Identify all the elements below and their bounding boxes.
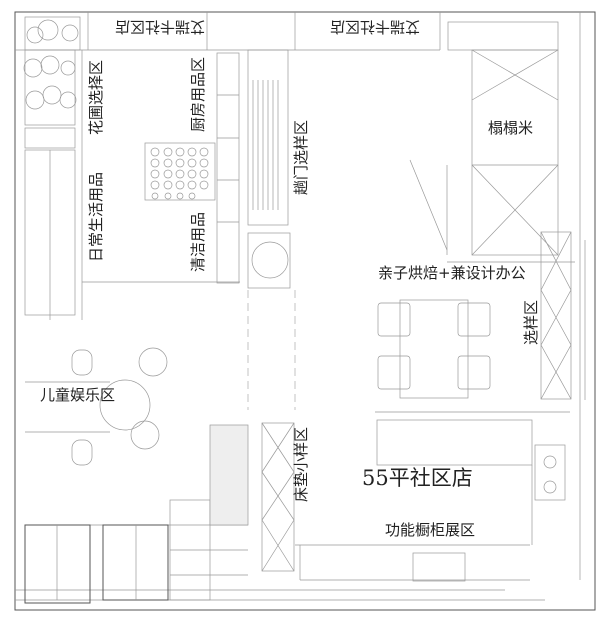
- kitchen-cleaning-shelves: [82, 52, 240, 284]
- kids-play-area: [25, 347, 168, 466]
- label-kids-play: 儿童娱乐区: [40, 386, 115, 404]
- sample-cabinet: [540, 231, 572, 400]
- sink-icon: [412, 552, 466, 582]
- tatami-area: [409, 21, 575, 263]
- label-mattress: 床垫小样区: [292, 427, 310, 502]
- label-daily-goods: 日常生活用品: [87, 172, 105, 262]
- chair-icon: [457, 302, 491, 337]
- baking-table: [377, 299, 491, 399]
- top-sign-right: 艾瑞卡社区店: [330, 18, 420, 36]
- label-sliding-door: 趟门选样区: [292, 120, 310, 195]
- garden-planters: [23, 16, 81, 149]
- sliding-door-samples: [247, 49, 296, 410]
- plant-icon: [251, 241, 289, 279]
- label-cleaning-goods: 清洁用品: [189, 212, 207, 272]
- label-baking-office: 亲子烘焙+兼设计办公: [378, 264, 526, 282]
- top-sign-left: 艾瑞卡社区店: [115, 18, 205, 36]
- label-garden: 花圃选择区: [87, 60, 105, 135]
- chair-icon: [377, 302, 411, 337]
- label-kitchen-goods: 厨房用品区: [189, 57, 207, 132]
- stove-icon: [534, 444, 566, 501]
- label-sample-area: 选样区: [522, 300, 540, 345]
- label-cabinet-display: 功能橱柜展区: [385, 521, 475, 539]
- walls: [14, 11, 596, 611]
- store-title: 55平社区店: [362, 466, 473, 490]
- daily-goods-shelf: [24, 50, 83, 320]
- bottom-left-cabinets: [24, 424, 249, 604]
- mattress-samples: [261, 422, 295, 572]
- chair-icon: [377, 355, 411, 390]
- chair-icon: [457, 355, 491, 390]
- label-tatami: 榻榻米: [488, 119, 533, 137]
- product-display-grid: [144, 142, 216, 201]
- cabinet-display-counter: [295, 411, 570, 582]
